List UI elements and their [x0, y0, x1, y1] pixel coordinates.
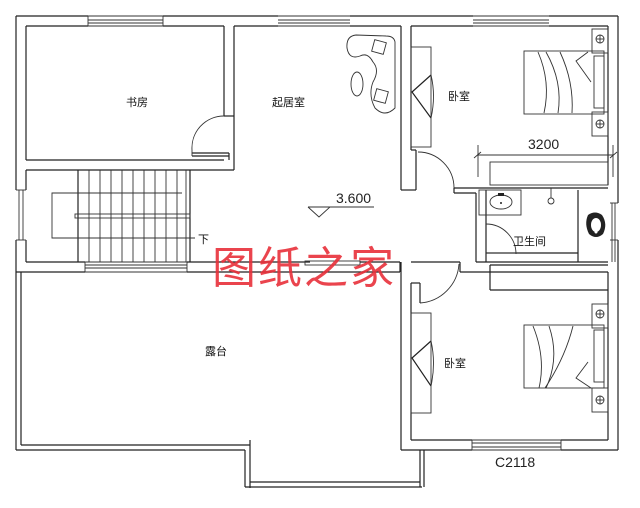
room-label-bedroom-bottom: 卧室	[444, 357, 466, 370]
living-bedroom-partition	[400, 26, 608, 262]
wardrobe-bottom	[410, 312, 434, 414]
window-bedroom-top	[473, 15, 549, 27]
bedroom-bottom-walls	[399, 261, 618, 451]
window-living-top	[278, 15, 350, 27]
window-bedroom-bottom	[471, 439, 562, 451]
room-label-terrace: 露台	[205, 345, 227, 358]
watermark: 图纸之家	[212, 243, 396, 294]
stair-direction-label: 下	[198, 233, 209, 246]
door-swing-bedroom-top	[417, 151, 455, 189]
room-label-bathroom: 卫生间	[513, 235, 546, 248]
staircase[interactable]	[26, 170, 195, 263]
door-swing-study	[191, 115, 225, 151]
window-stair-bottom	[84, 261, 188, 273]
outer-walls	[15, 15, 619, 450]
bathroom-fixtures	[476, 188, 608, 263]
room-label-living: 起居室	[272, 96, 305, 109]
sofa-set	[346, 34, 396, 114]
bed-top	[523, 28, 609, 137]
dimension-label: 3200	[528, 136, 560, 152]
elevation-marker	[307, 206, 374, 218]
room-label-bedroom-top: 卧室	[448, 90, 470, 103]
study-walls	[26, 26, 235, 171]
elevation-label: 3.600	[336, 190, 372, 206]
window-study-top	[87, 15, 164, 27]
window-stair-left	[16, 189, 26, 241]
wardrobe-top	[410, 46, 434, 148]
bed-bottom	[523, 303, 609, 413]
window-tag-label: C2118	[495, 454, 536, 470]
window-bath-right	[610, 202, 618, 262]
room-label-study: 书房	[126, 96, 148, 109]
terrace-walls	[15, 260, 425, 488]
dimension-line	[473, 145, 618, 186]
